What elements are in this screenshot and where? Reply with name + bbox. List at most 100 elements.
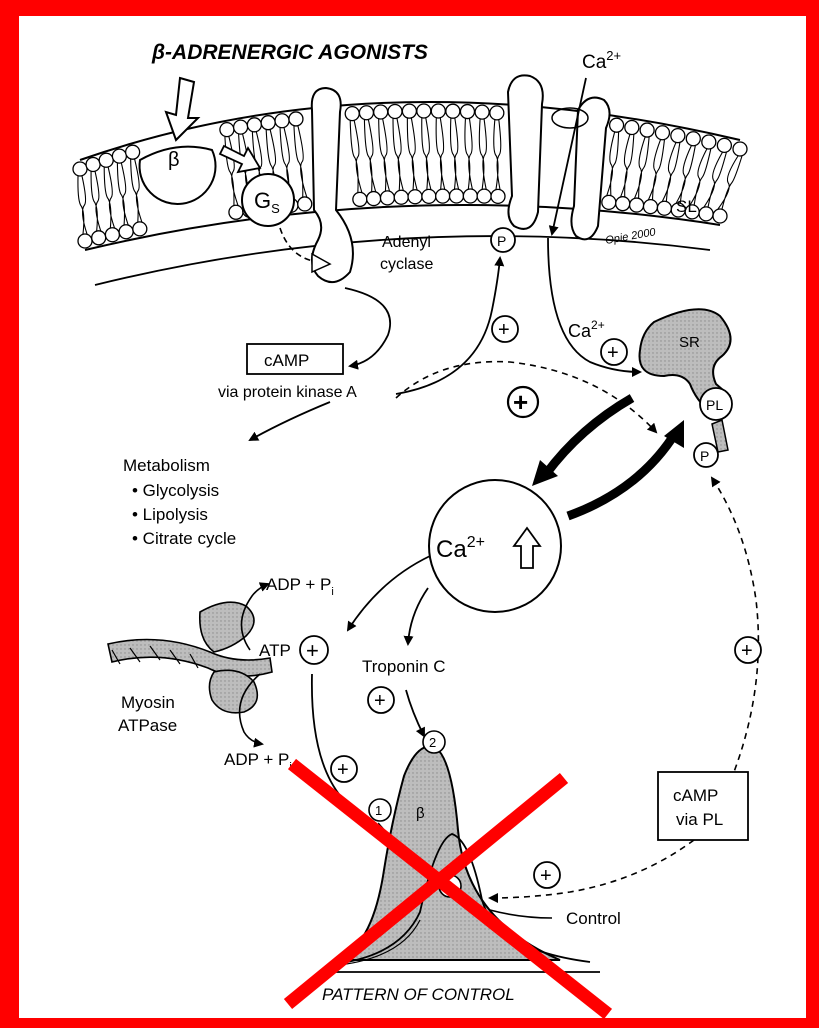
sr-release-bold-arrow: [546, 398, 632, 474]
lipid-head: [394, 190, 408, 204]
lipid-head: [119, 225, 133, 239]
lipid-head: [477, 189, 491, 203]
lipid-tail: [104, 167, 114, 227]
lipid-head: [491, 189, 505, 203]
lipid-head: [602, 195, 616, 209]
peak-marker-2-label: 2: [429, 735, 436, 750]
camp-via-pl-box: [658, 772, 748, 840]
sr-label: SR: [679, 334, 700, 351]
lipid-head: [345, 107, 359, 121]
lipid-head: [686, 132, 700, 146]
lipid-head: [112, 149, 126, 163]
camp-label: cAMP: [264, 351, 309, 370]
lipid-head: [133, 222, 147, 236]
camp-via-pl-line2: via PL: [676, 810, 723, 829]
lipid-head: [359, 106, 373, 120]
lipid-tail: [494, 120, 501, 189]
lipid-tail: [635, 137, 650, 198]
pl-label: PL: [706, 397, 723, 413]
atp-label: ATP: [259, 641, 291, 660]
lipid-head: [99, 153, 113, 167]
adp-pi-bottom-label: ADP + Pi: [224, 750, 292, 773]
lipid-head: [92, 231, 106, 245]
calcium-channel: [508, 75, 610, 239]
lipid-tail: [607, 132, 619, 195]
metabolism-item: • Citrate cycle: [132, 529, 236, 548]
lipid-tail: [407, 118, 417, 190]
lipid-head: [380, 191, 394, 205]
lipid-head: [463, 189, 477, 203]
agonist-arrow-icon: [166, 78, 198, 140]
lipid-head: [289, 112, 303, 126]
lipid-head: [643, 200, 657, 214]
lipid-tail: [718, 156, 742, 209]
lipid-head: [105, 228, 119, 242]
channel-p-label: P: [497, 233, 506, 249]
lipid-head: [247, 118, 261, 132]
metabolism-item: • Lipolysis: [132, 505, 208, 524]
lipid-head: [275, 114, 289, 128]
lipid-head: [261, 116, 275, 130]
lipid-head: [234, 120, 248, 134]
sl-label: SL: [676, 197, 697, 216]
lipid-head: [402, 104, 416, 118]
agonists-title: β-ADRENERGIC AGONISTS: [151, 41, 428, 64]
plus-sign: +: [306, 638, 319, 663]
lipid-head: [73, 162, 87, 176]
sr-uptake-bold-arrow: [568, 432, 676, 516]
ca-sr-label: Ca2+: [568, 318, 605, 341]
lipid-head: [657, 201, 671, 215]
lipid-head: [431, 104, 445, 118]
lipid-tail: [676, 146, 695, 203]
pl-p-label: P: [700, 448, 709, 464]
lipid-head: [388, 105, 402, 119]
lipid-head: [446, 104, 460, 118]
lipid-tail: [422, 118, 431, 189]
lipid-tail: [662, 143, 679, 202]
lipid-tail: [648, 140, 664, 200]
lipid-head: [422, 189, 436, 203]
lipid-tail: [479, 119, 486, 189]
lipid-head: [367, 192, 381, 206]
cyclase-label: cyclase: [380, 256, 433, 273]
atpase-label: ATPase: [118, 716, 177, 735]
pattern-of-control-caption: PATTERN OF CONTROL: [322, 985, 515, 1004]
lipid-head: [640, 123, 654, 137]
ca-top-label: Ca2+: [582, 48, 621, 73]
lipid-tail: [364, 120, 375, 192]
lipid-tail: [294, 126, 307, 197]
lipid-head: [220, 123, 234, 137]
adp-pi-top-label: ADP + Pi: [266, 575, 334, 598]
lipid-head: [229, 205, 243, 219]
camp-via-pl-line1: cAMP: [673, 786, 718, 805]
lipid-head: [475, 105, 489, 119]
lipid-head: [417, 104, 431, 118]
lipid-head: [630, 198, 644, 212]
control-label: Control: [566, 909, 621, 928]
lipid-head: [450, 189, 464, 203]
lipid-tail: [350, 121, 362, 193]
plus-sign: +: [374, 690, 386, 712]
ca-to-atp-arrow: [348, 556, 430, 630]
lipid-head: [671, 129, 685, 143]
troponin-label: Troponin C: [362, 657, 445, 676]
lipid-head: [610, 118, 624, 132]
peak-marker-1-label: 1: [375, 803, 382, 818]
lipid-head: [655, 126, 669, 140]
lipid-head: [713, 209, 727, 223]
lipid-head: [460, 105, 474, 119]
metabolism-item: • Glycolysis: [132, 481, 219, 500]
ca-to-troponin-arrow: [408, 588, 428, 644]
beta-peak-label: β: [416, 805, 425, 822]
metabolism-label: Metabolism: [123, 456, 210, 475]
lipid-head: [490, 106, 504, 120]
plus-sign: +: [337, 759, 349, 781]
lipid-head: [86, 158, 100, 172]
beta-receptor-label: β: [168, 149, 180, 171]
lipid-head: [78, 234, 92, 248]
lipid-tail: [621, 135, 634, 197]
pka-label: via protein kinase A: [218, 384, 357, 401]
lipid-tail: [393, 119, 403, 191]
